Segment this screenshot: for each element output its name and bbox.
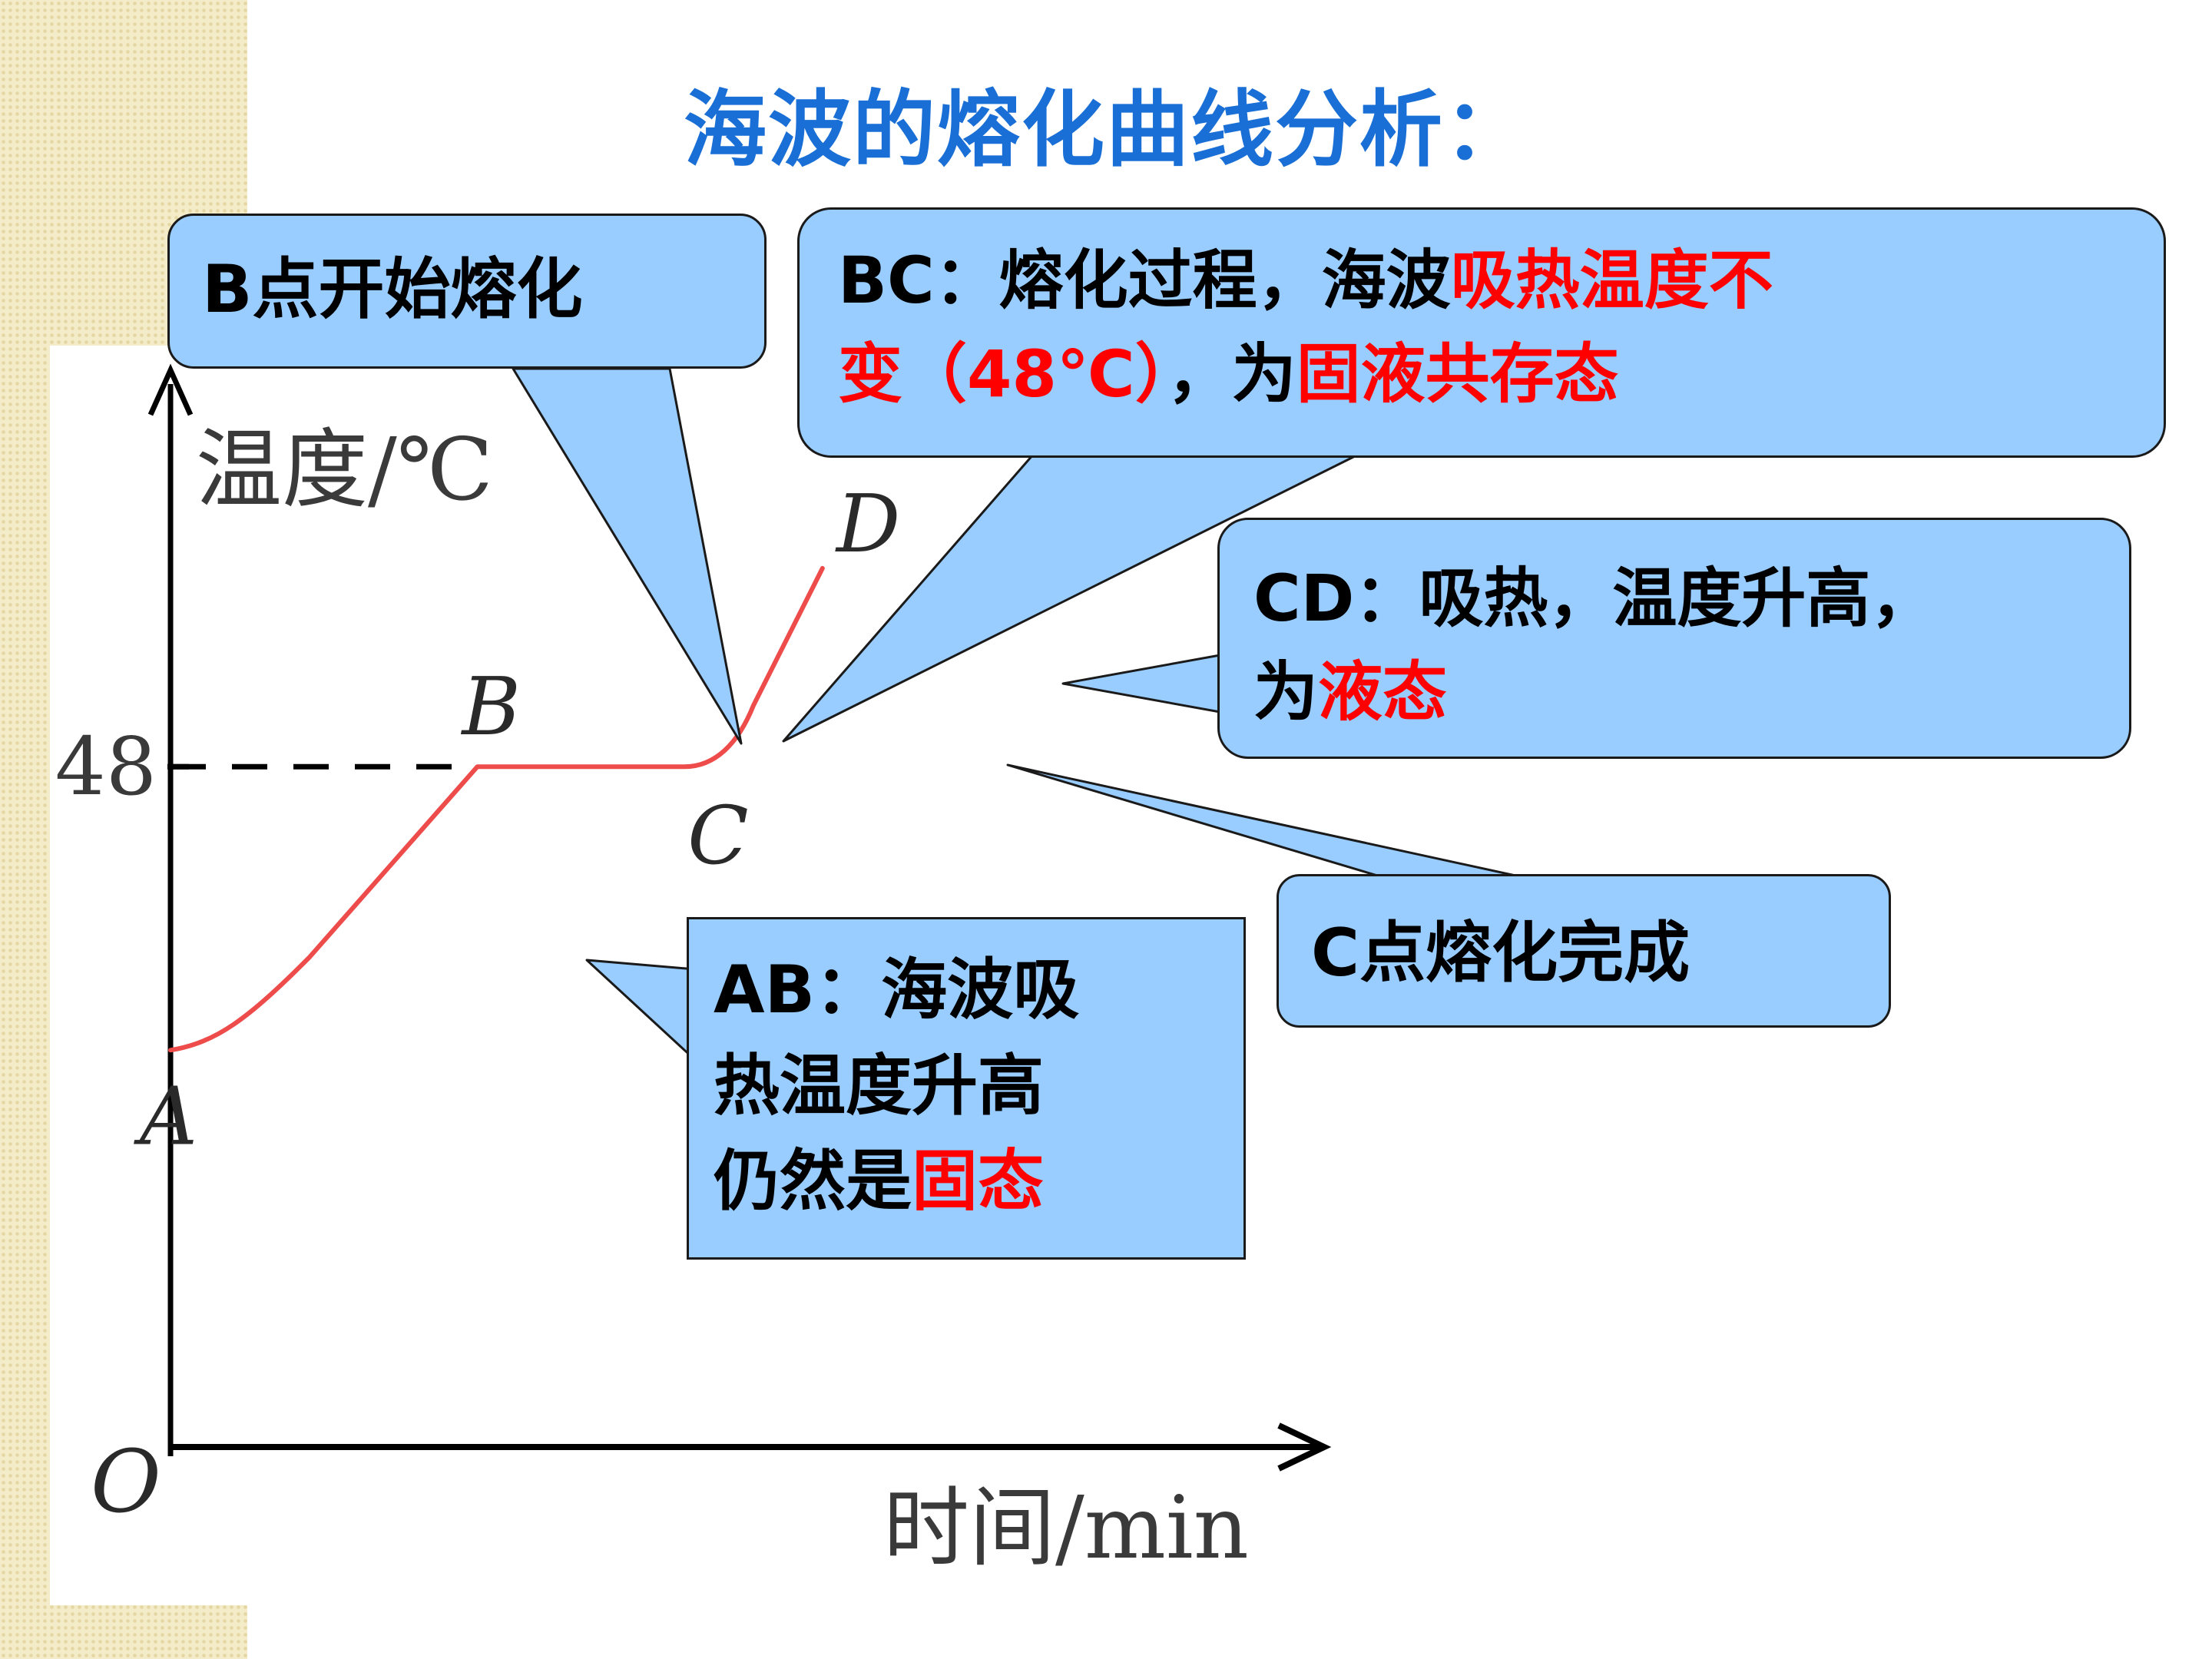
y-axis-arrow	[147, 363, 194, 416]
slide-title: 海波的熔化曲线分析：	[683, 82, 1528, 178]
callout-bc: BC：熔化过程，海波吸热温度不 变（48℃），为固液共存态	[797, 207, 2166, 458]
callout-cd-prefix: 为	[1253, 654, 1319, 730]
callout-bc-mid: ，为	[1167, 336, 1296, 412]
point-label-c: C	[687, 789, 749, 882]
callout-c-done-text: C点熔化完成	[1311, 915, 1690, 992]
callout-bc-highlight-3: 固液共存态	[1296, 336, 1619, 412]
x-axis-label: 时间/min	[883, 1479, 1249, 1578]
callout-ab-prefix: 仍然是	[714, 1143, 912, 1220]
callout-bc-line1: BC：熔化过程，海波吸热温度不	[838, 234, 2164, 328]
callout-cd-line1: CD：吸热，温度升高，	[1253, 561, 1936, 636]
x-axis-arrow	[1277, 1422, 1332, 1472]
callout-pointers	[512, 367, 1545, 1061]
callout-b-start: B点开始熔化	[167, 214, 767, 369]
callout-bc-highlight-1: 吸热温度不	[1450, 243, 1773, 318]
point-label-a: A	[134, 1069, 197, 1163]
callout-b-start-text: B点开始熔化	[202, 251, 583, 328]
callout-ab-line3: 仍然是固态	[714, 1134, 1243, 1230]
callout-ab-line2: 热温度升高	[714, 1047, 1044, 1124]
y-tick-label-48: 48	[55, 720, 157, 813]
b-start-pointer	[512, 367, 743, 745]
callout-c-done: C点熔化完成	[1277, 874, 1891, 1028]
ab-pointer	[585, 959, 697, 1061]
callout-ab-highlight: 固态	[912, 1143, 1044, 1220]
origin-label: O	[91, 1432, 161, 1532]
point-labels: A B C D	[134, 477, 900, 1163]
callout-bc-highlight-2: 变（48℃）	[838, 336, 1167, 412]
point-label-b: B	[460, 660, 520, 753]
cd-pointer	[1061, 651, 1234, 716]
callout-ab-line1: AB：海波吸	[714, 952, 1080, 1028]
callout-cd: CD：吸热，温度升高， 为液态	[1217, 518, 2131, 759]
c-done-pointer	[1006, 763, 1545, 883]
callout-cd-line2: 为液态	[1253, 646, 2129, 740]
callout-bc-prefix: BC：熔化过程，海波	[838, 243, 1451, 318]
y-axis-label: 温度/℃	[196, 420, 493, 520]
callout-ab: AB：海波吸 热温度升高 仍然是固态	[687, 917, 1246, 1260]
point-label-d: D	[835, 477, 900, 571]
callout-cd-highlight: 液态	[1318, 654, 1448, 730]
callout-bc-line2: 变（48℃），为固液共存态	[838, 328, 2164, 422]
